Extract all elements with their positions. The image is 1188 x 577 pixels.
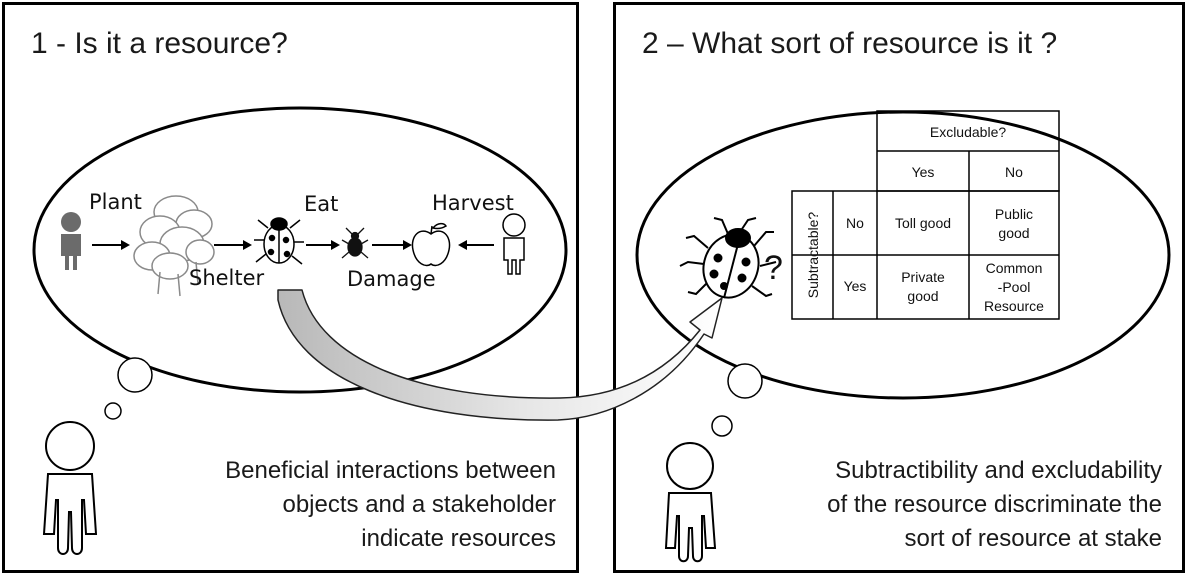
gray-person-icon: [61, 212, 81, 270]
ladybug-large-icon: [679, 217, 777, 299]
panel1-caption-line-1: Beneficial interactions between: [225, 457, 556, 484]
cell-private-good-line-1: Private: [901, 269, 945, 285]
thought-bubble-small-icon: [104, 402, 122, 420]
table-col-no: No: [1005, 164, 1023, 180]
panel2-caption-line-2: of the resource discriminate the: [827, 491, 1162, 518]
table-subtractable-header: Subtractable?: [805, 212, 821, 299]
cell-toll-good: Toll good: [895, 215, 951, 231]
cell-public-good-line-1: Public: [995, 206, 1033, 222]
arrow-eat-icon: [306, 240, 340, 250]
panel1-caption-line-3: indicate resources: [361, 525, 556, 552]
white-person-icon: [502, 213, 526, 275]
arrow-harvest-icon: [458, 240, 494, 250]
thinking-person-2-icon: [664, 442, 717, 563]
cell-common-pool-line-3: Resource: [984, 298, 1044, 314]
thought-bubble-large-2-icon: [727, 363, 763, 399]
panel2-caption-line-3: sort of resource at stake: [904, 525, 1162, 552]
apple-icon: [411, 222, 451, 267]
label-harvest: Harvest: [432, 191, 514, 215]
label-damage: Damage: [347, 267, 436, 291]
panel2-caption-line-1: Subtractibility and excludability: [835, 457, 1162, 484]
table-row-yes: Yes: [844, 278, 867, 294]
transfer-arrow: [277, 289, 723, 421]
label-plant: Plant: [89, 190, 142, 214]
table-row-no: No: [846, 215, 864, 231]
panel2-title: 2 – What sort of resource is it ?: [642, 27, 1058, 60]
panel2-caption: Subtractibility and excludability of the…: [827, 454, 1162, 556]
aphid-icon: [341, 227, 369, 259]
arrow-plant-icon: [92, 240, 130, 250]
resource-type-table: [791, 110, 1060, 320]
thought-bubble-small-2-icon: [711, 415, 733, 437]
table-col-yes: Yes: [912, 164, 935, 180]
cell-common-pool-line-1: Common: [986, 260, 1043, 276]
cell-public-good-line-2: good: [998, 225, 1029, 241]
trees-icon: [133, 195, 215, 297]
thinking-person-icon: [42, 421, 98, 555]
table-excludable-header: Excludable?: [930, 124, 1006, 140]
arrow-shelter-icon: [214, 240, 252, 250]
arrow-damage-icon: [372, 240, 412, 250]
label-shelter: Shelter: [189, 266, 265, 290]
ladybug-icon: [254, 217, 304, 265]
panel1-title: 1 - Is it a resource?: [31, 27, 288, 60]
cell-private-good-line-2: good: [907, 288, 938, 304]
question-mark: ?: [764, 249, 783, 287]
cell-common-pool-line-2: -Pool: [998, 279, 1031, 295]
panel1-caption: Beneficial interactions between objects …: [225, 454, 556, 556]
panel1-caption-line-2: objects and a stakeholder: [282, 491, 556, 518]
label-eat: Eat: [304, 192, 338, 216]
thought-bubble-large-icon: [117, 357, 153, 393]
panel1-ellipse: [32, 106, 568, 394]
